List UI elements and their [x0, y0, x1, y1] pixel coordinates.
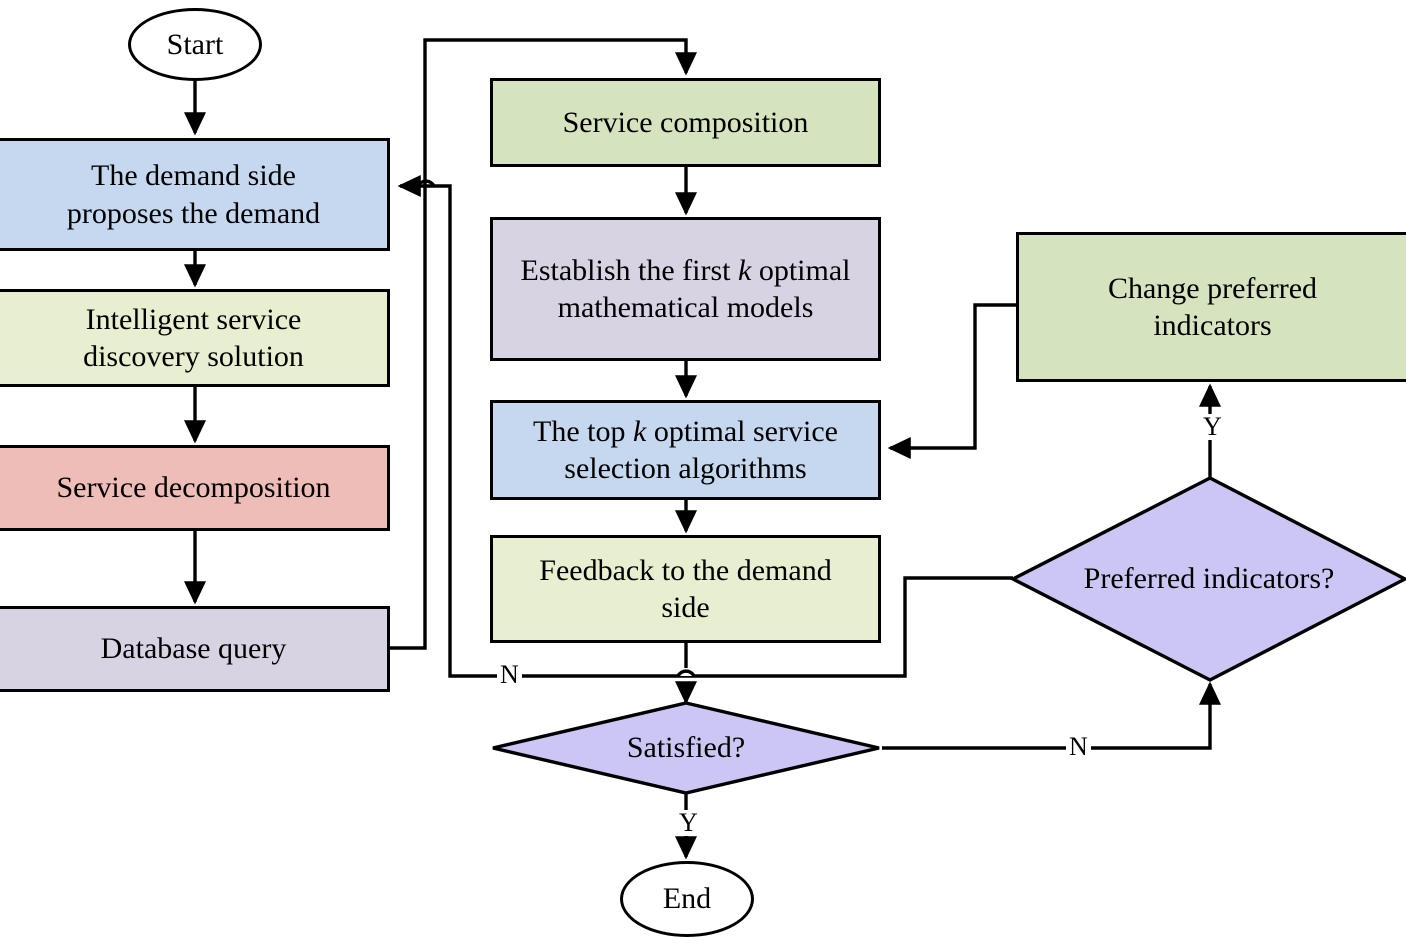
node-service-decomposition-label: Service decomposition	[56, 471, 331, 505]
edge-change-to-algorithms	[887, 303, 1016, 460]
node-end-label: End	[662, 882, 712, 915]
line-hop-arc-feedback	[676, 669, 696, 677]
italic-k-algorithms: k	[633, 414, 647, 448]
node-demand-side-label: The demand side proposes the demand	[66, 159, 321, 230]
node-mathematical-models[interactable]: Establish the first k optimal mathematic…	[490, 217, 881, 361]
node-end[interactable]: End	[620, 861, 754, 937]
node-mathematical-models-label: Establish the first k optimal mathematic…	[520, 253, 851, 324]
node-feedback-demand-side-label: Feedback to the demand side	[539, 553, 832, 624]
node-change-preferred-indicators-label: Change preferred indicators	[1107, 271, 1318, 342]
node-satisfied-decision[interactable]: Satisfied?	[490, 700, 882, 796]
line-hop-arc-demand-return	[416, 179, 436, 187]
node-selection-algorithms[interactable]: The top k optimal service selection algo…	[490, 400, 881, 500]
node-feedback-demand-side[interactable]: Feedback to the demand side	[490, 535, 881, 643]
node-start[interactable]: Start	[128, 8, 262, 81]
edge-label-satisfied-yes: Y	[676, 810, 701, 836]
node-database-query[interactable]: Database query	[0, 606, 390, 692]
node-selection-algorithms-label: The top k optimal service selection algo…	[533, 414, 838, 485]
node-preferred-indicators-decision[interactable]: Preferred indicators?	[1010, 475, 1406, 683]
edge-satisfied-no-to-preferred	[882, 681, 1222, 750]
node-database-query-label: Database query	[100, 632, 287, 666]
node-discovery-solution-label: Intelligent service discovery solution	[83, 302, 304, 373]
edge-label-satisfied-no: N	[1066, 734, 1091, 760]
node-start-label: Start	[166, 27, 224, 61]
edge-label-preferred-no: N	[497, 662, 522, 688]
italic-k-models: k	[738, 253, 752, 287]
node-satisfied-label: Satisfied?	[626, 731, 746, 765]
node-service-composition[interactable]: Service composition	[490, 78, 881, 167]
node-change-preferred-indicators[interactable]: Change preferred indicators	[1016, 232, 1406, 382]
node-demand-side[interactable]: The demand side proposes the demand	[0, 138, 390, 251]
node-preferred-indicators-label: Preferred indicators?	[1083, 562, 1335, 596]
node-discovery-solution[interactable]: Intelligent service discovery solution	[0, 289, 390, 387]
node-service-decomposition[interactable]: Service decomposition	[0, 445, 390, 531]
edge-label-preferred-yes: Y	[1200, 414, 1225, 440]
node-service-composition-label: Service composition	[562, 105, 809, 139]
